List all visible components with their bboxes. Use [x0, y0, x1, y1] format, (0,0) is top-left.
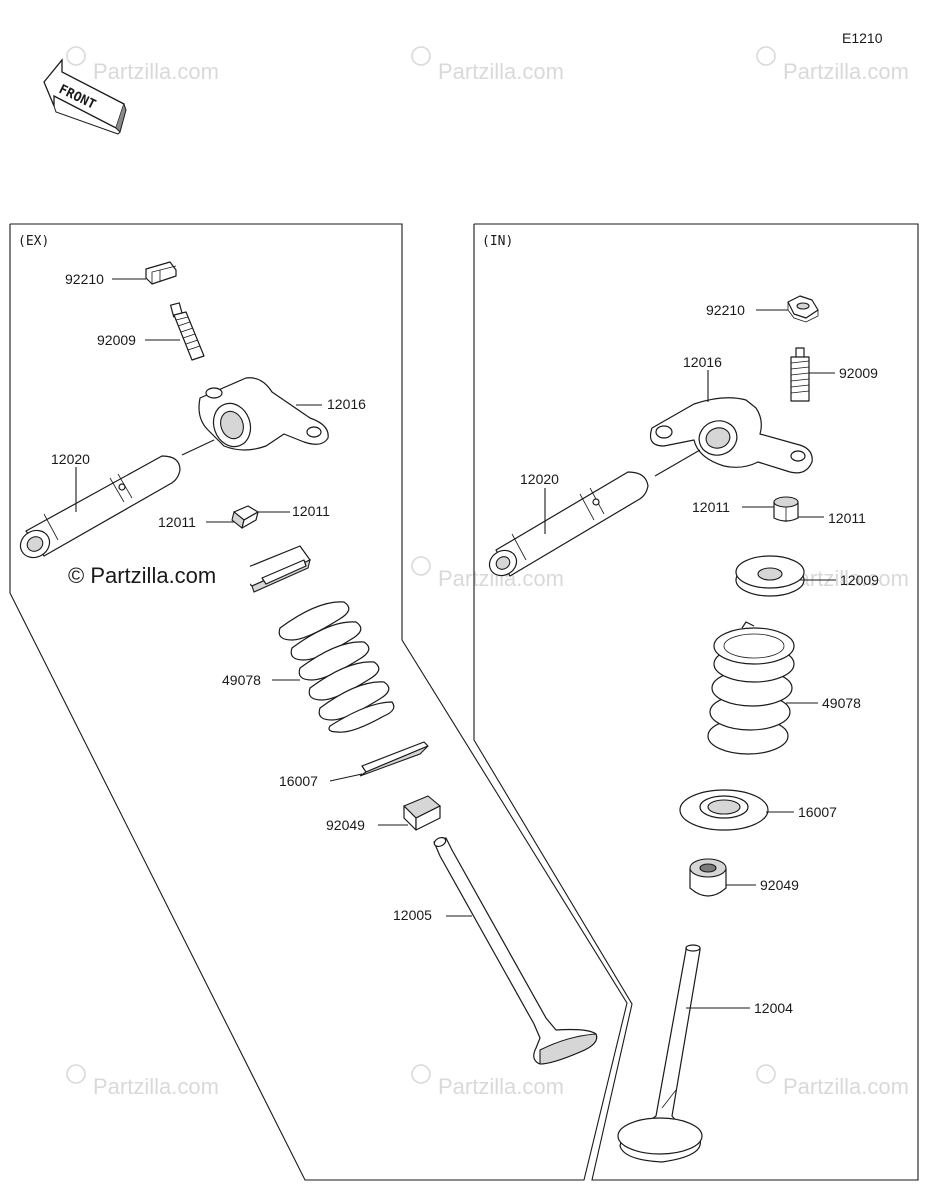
in-label-rocker-arm: 12016 — [683, 354, 722, 370]
watermark-text: Partzilla.com — [438, 59, 564, 84]
exhaust-valve-part — [433, 836, 598, 1065]
in-label-cotter-left: 12011 — [692, 499, 730, 515]
watermark: Partzilla.com — [411, 1064, 564, 1099]
in-label-valve: 12004 — [754, 1000, 793, 1016]
intake-frame — [473, 223, 919, 1181]
watermark-text: Partzilla.com — [783, 59, 909, 84]
ex-label-rocker-arm: 12016 — [327, 396, 366, 412]
ex-label-cotter-left: 12011 — [158, 514, 196, 530]
in-label-rocker-shaft: 12020 — [520, 471, 559, 487]
in-label-spring: 49078 — [822, 695, 861, 711]
spring-seat-part — [679, 789, 769, 831]
valve-spring-part — [278, 601, 395, 733]
ex-label-spring-seat: 16007 — [279, 773, 318, 789]
watermark-text: Partzilla.com — [93, 1074, 219, 1099]
spring-seat-part — [359, 741, 429, 777]
front-arrow-icon: FRONT — [43, 58, 127, 135]
watermark-text: Partzilla.com — [438, 1074, 564, 1099]
rocker-arm-part — [198, 377, 329, 451]
intake-title: (IN) — [482, 234, 513, 249]
watermark-text: Partzilla.com — [783, 1074, 909, 1099]
adjuster-screw-part — [790, 347, 810, 402]
in-label-retainer: 12009 — [840, 572, 879, 588]
cotter-part — [773, 496, 799, 522]
in-label-cotter-right: 12011 — [828, 510, 866, 526]
nut-part — [787, 295, 819, 323]
watermark: Partzilla.com — [411, 556, 564, 591]
ex-label-nut: 92210 — [65, 271, 104, 287]
intake-section: (IN) 92210 92009 12016 — [473, 223, 919, 1181]
in-label-nut: 92210 — [706, 302, 745, 318]
nut-part — [145, 261, 177, 285]
cotter-part — [231, 505, 259, 529]
exhaust-title: (EX) — [18, 234, 49, 249]
rocker-shaft-part — [488, 471, 649, 577]
ex-label-oil-seal: 92049 — [326, 817, 365, 833]
watermark-text: Partzilla.com — [93, 59, 219, 84]
ex-label-cotter-right: 12011 — [292, 503, 330, 519]
diagram-code: E1210 — [842, 30, 883, 46]
exhaust-frame — [9, 223, 628, 1181]
watermark: Partzilla.com — [411, 46, 564, 84]
exhaust-section: (EX) 92210 92009 12016 — [9, 223, 628, 1181]
in-label-adjuster-screw: 92009 — [839, 365, 878, 381]
rocker-shaft-part — [19, 455, 181, 559]
in-label-oil-seal: 92049 — [760, 877, 799, 893]
intake-valve-part — [617, 944, 703, 1163]
watermark-overlay: © Partzilla.com — [64, 560, 250, 588]
oil-seal-part — [403, 795, 441, 831]
adjuster-screw-part — [169, 302, 205, 361]
watermark-overlay-text: © Partzilla.com — [68, 563, 216, 588]
ex-label-rocker-shaft: 12020 — [51, 451, 90, 467]
watermark: Partzilla.com — [66, 46, 219, 84]
watermark: Partzilla.com — [66, 1064, 219, 1099]
rocker-arm-part — [649, 397, 813, 474]
spring-retainer-part — [235, 545, 311, 593]
in-label-spring-seat: 16007 — [798, 804, 837, 820]
ex-label-adjuster-screw: 92009 — [97, 332, 136, 348]
ex-label-spring: 49078 — [222, 672, 261, 688]
valve-spring-part — [707, 621, 795, 755]
watermark: Partzilla.com — [756, 1064, 909, 1099]
watermark-group: Partzilla.com Partzilla.com Partzilla.co… — [66, 46, 909, 1099]
spring-retainer-part — [735, 555, 805, 597]
watermark: Partzilla.com — [756, 46, 909, 84]
ex-label-valve: 12005 — [393, 907, 432, 923]
oil-seal-part — [689, 858, 727, 897]
